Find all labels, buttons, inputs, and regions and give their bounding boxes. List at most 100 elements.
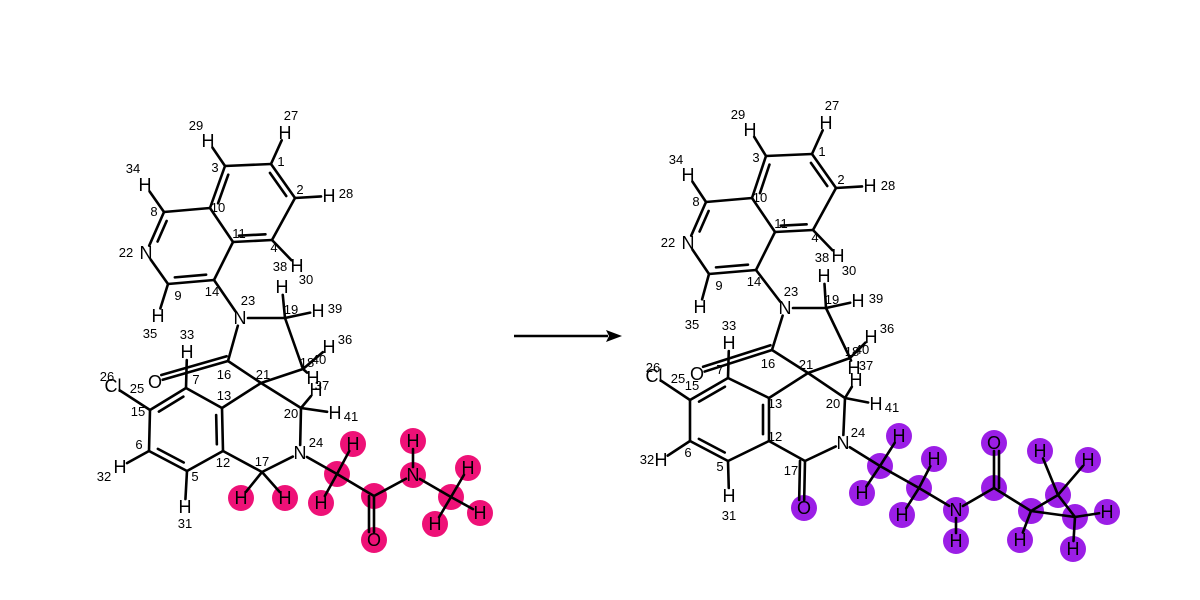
product-atom-index-c10: 10 [753,190,767,205]
product-bond-c16-o26 [703,348,774,373]
reactant-atom-o26: O [148,372,162,392]
product-atom-o26: O [690,364,704,384]
product-atom-index-h29: 29 [731,107,745,122]
product-atom-h38: H [818,266,831,286]
reactant-atom-index-c15: 15 [131,404,145,419]
product-atom-h27: H [820,113,833,133]
product-bond-c5-c6 [688,439,730,463]
product-bond-c19-h38 [823,282,828,310]
product-atom-hd: H [1014,530,1027,550]
reactant-atom-hd3: H [474,503,487,523]
product-bond-c4-c11-inner [779,223,808,227]
reactant-atom-n23: N [234,308,247,328]
product-bond-c18-h36 [848,341,867,360]
reactant-bond-c10-c3-inner [216,173,230,205]
reactant-atom-h28: H [323,186,336,206]
reactant-atom-layer: 123456789101112131415161718192021N22N23N… [97,108,487,550]
product-atom-h35: H [694,297,707,317]
product-bond-c2-c4 [811,186,838,232]
reactant-bond-c5-h31 [184,469,189,501]
reactant-atom-index-c11: 11 [232,226,246,241]
product-bond-c5-h31 [726,459,731,490]
reactant-atom-index-n24: 24 [309,435,323,450]
product-atom-pco: O [987,433,1001,453]
reactant-atom-h17a: H [235,488,248,508]
product-highlight-hb2 [889,502,915,528]
product-atom-n23: N [779,298,792,318]
product-atom-index-h28: 28 [881,178,895,193]
reactant-bond-c13-c12 [220,406,225,453]
reactant-atom-index-h36: 36 [338,332,352,347]
reactant-atom-index-h37: 37 [315,378,329,393]
reactant-highlight-ob [361,527,387,553]
product-bond-c4-c11 [773,228,815,234]
reactant-atom-ha2: H [315,493,328,513]
product-bond-c18-h40 [848,356,853,362]
product-atom-h33: H [723,333,736,353]
product-atom-index-c8: 8 [692,194,699,209]
product-bond-c8-n22 [689,200,708,237]
reactant-bond-n24-ca [305,455,339,476]
reactant-atom-index-c2: 2 [296,182,303,197]
product-bond-pn-pc [961,486,996,508]
product-atom-index-h39: 39 [869,291,883,306]
reactant-atom-index-h31: 31 [178,516,192,531]
product-bond-pf-hf2 [1072,515,1077,543]
reactant-atom-index-c8: 8 [150,204,157,219]
product-bond-pe-he1 [1041,457,1060,497]
reactant-bond-cd-hd1 [449,473,466,499]
reactant-atom-index-cl25: 25 [130,381,144,396]
product-atom-index-h31: 31 [722,508,736,523]
product-atom-index-c4: 4 [811,230,818,245]
reactant-bond-c8-n22 [147,210,166,247]
product-atom-layer: 123456789101112131415161718192021N22N23N… [640,98,1114,559]
product-atom-index-h30: 30 [842,263,856,278]
product-atom-index-c14: 14 [747,274,761,289]
product-atom-n24: N [837,433,850,453]
reactant-atom-index-c19: 19 [284,302,298,317]
product-bond-pd-pf [1029,509,1077,519]
product-atom-index-c13: 13 [768,396,782,411]
reactant-atom-index-h29: 29 [189,118,203,133]
product-atom-index-h38: 38 [815,250,829,265]
reactant-atom-index-h40: 40 [312,352,326,367]
product-atom-index-c5: 5 [716,459,723,474]
product-atom-index-o26: 26 [646,360,660,375]
product-bond-c21-c13 [767,371,810,400]
product-bond-c18-c21 [806,356,852,375]
product-bond-c9-c14-inner [714,263,750,269]
reactant-bond-c20-n24 [298,406,303,447]
reactant-atom-index-o26: 26 [100,369,114,384]
reactant-bond-c3-c1 [223,162,273,168]
reactant-atom-index-c13: 13 [217,388,231,403]
reactant-bond-c3-h29 [211,146,227,168]
reactant-bond-cb-nc [372,477,408,498]
reactant-atom-index-h33: 33 [180,327,194,342]
product-atom-pn: N [950,500,963,520]
reactant-atom-index-h28: 28 [339,186,353,201]
product-bond-c15-c7-inner [697,385,727,403]
product-bond-c9-c14 [707,268,758,276]
reactant-atom-hd1: H [462,458,475,478]
product-molecule: 123456789101112131415161718192021N22N23N… [640,98,1120,562]
reactant-atom-cl25: Cl [105,376,122,396]
reactant-bond-c15-c7 [148,386,188,412]
reactant-atom-index-c1: 1 [277,154,284,169]
reactant-bond-c4-c11 [231,238,274,244]
product-highlight-ha2 [849,480,875,506]
product-bond-c12-c5 [726,439,771,463]
reactant-atom-h38: H [276,277,289,297]
reactant-bond-n24-c17 [260,455,295,474]
reactant-bond-c18-c21 [259,367,305,385]
reactant-atom-index-c3: 3 [211,160,218,175]
product-atom-index-c17: 17 [784,463,798,478]
product-atom-hb1: H [928,449,941,469]
reactant-bond-c14-c11 [212,240,235,282]
product-atom-h37: H [850,370,863,390]
reactant-bond-n22-c9 [149,258,170,286]
reactant-atom-index-h38: 38 [273,259,287,274]
reactant-bond-c21-c20 [259,381,303,410]
product-bond-c7-c13 [726,376,771,400]
product-bond-c4-h30 [811,228,834,252]
product-atom-index-n23: 23 [784,284,798,299]
